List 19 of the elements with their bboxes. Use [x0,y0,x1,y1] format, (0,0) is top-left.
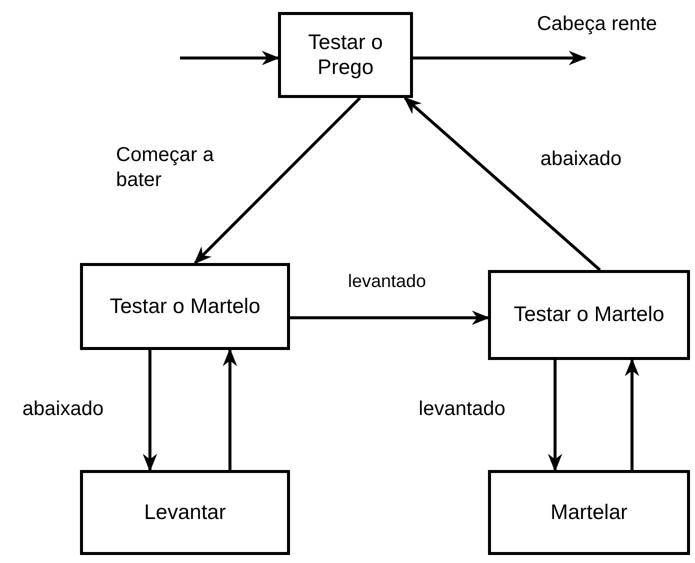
process-box [278,12,413,98]
arrow [548,360,562,472]
box-text: Testar o Martelo [514,302,664,328]
process-box [80,470,290,555]
arrow [413,50,587,66]
box-text: Levantar [144,500,226,526]
box-text: Testar o Prego [307,30,384,80]
arrow [290,310,490,325]
box-text: Martelar [550,500,628,526]
arrow [142,350,158,472]
arrow [624,358,640,470]
box-text: Testar o Martelo [110,294,260,320]
arrow [180,50,280,66]
process-box [488,470,690,555]
arrow [194,96,361,264]
arrow [404,96,601,272]
arrow [222,348,238,470]
process-box [80,263,290,350]
process-box [488,270,690,360]
